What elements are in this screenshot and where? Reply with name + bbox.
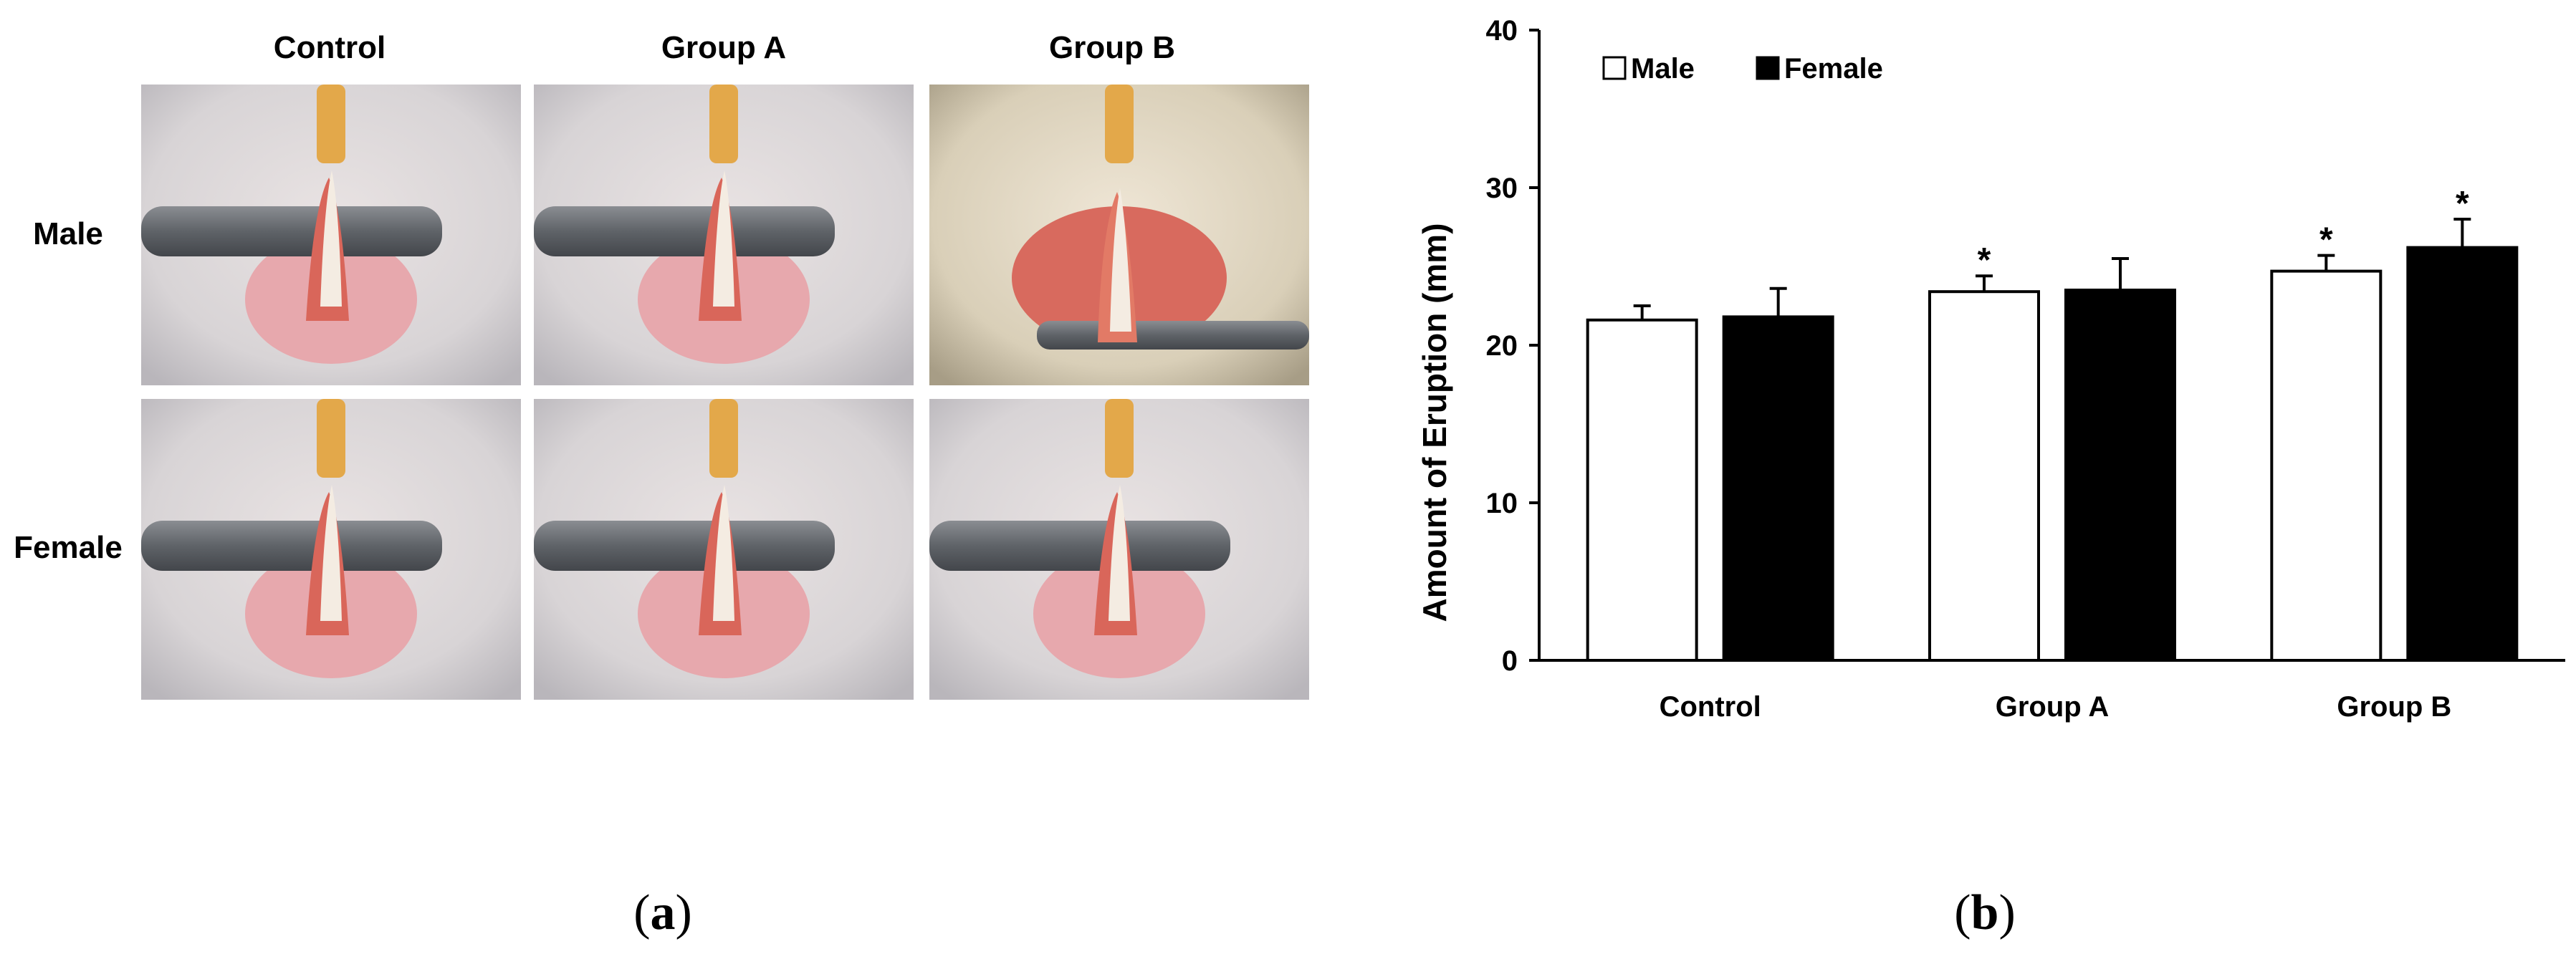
panel-label-b: (b) [1954, 885, 2016, 940]
y-tick-label: 20 [1486, 330, 1518, 362]
photo-female-group-a [534, 399, 914, 700]
bars [1586, 246, 2519, 662]
row-header-male: Male [33, 216, 103, 251]
photo-male-control [141, 85, 521, 385]
y-tick-label: 0 [1502, 645, 1518, 677]
x-ticks: Control Group A Group B [1660, 691, 2452, 723]
column-header-group-a: Group A [661, 30, 787, 65]
error-bars [1633, 218, 2471, 320]
photo-female-group-b [929, 399, 1309, 700]
x-tick-label: Group B [2337, 691, 2451, 723]
legend-label-male: Male [1631, 53, 1695, 85]
column-header-group-b: Group B [1049, 30, 1175, 65]
bar-female-group-b [2406, 246, 2519, 662]
y-tick-label: 30 [1486, 173, 1518, 204]
y-ticks: 0 10 20 30 40 [1486, 15, 1539, 677]
significance-markers: * * * [1978, 185, 2469, 279]
significance-asterisk: * [2456, 185, 2469, 223]
photo-female-control [141, 399, 521, 700]
row-header-female: Female [14, 530, 123, 565]
bar-male-group-b [2270, 269, 2383, 662]
eruption-bar-chart: 0 10 20 30 40 Control Group A Group B * * * Amou… [1416, 15, 2565, 723]
legend-swatch-female [1756, 56, 1780, 80]
bar-male-group-a [1928, 290, 2040, 662]
significance-asterisk: * [1978, 241, 1991, 279]
significance-asterisk: * [2319, 221, 2333, 259]
y-axis-title: Amount of Eruption (mm) [1416, 223, 1453, 622]
bar-female-group-a [2064, 289, 2176, 662]
x-tick-label: Group A [1996, 691, 2110, 723]
column-header-control: Control [273, 30, 386, 65]
photo-male-group-a [534, 85, 914, 385]
legend-label-female: Female [1784, 53, 1883, 85]
legend-swatch-male [1602, 56, 1627, 80]
bar-male-control [1586, 318, 1698, 662]
y-tick-label: 10 [1486, 488, 1518, 519]
bar-female-control [1722, 315, 1834, 662]
panel-label-a: (a) [633, 885, 692, 940]
y-tick-label: 40 [1486, 15, 1518, 47]
legend: Male Female [1602, 53, 1883, 85]
x-tick-label: Control [1660, 691, 1761, 723]
photo-panel: Control Group A Group B Male Female (a) [14, 30, 1333, 940]
photo-male-group-b [929, 85, 1309, 385]
